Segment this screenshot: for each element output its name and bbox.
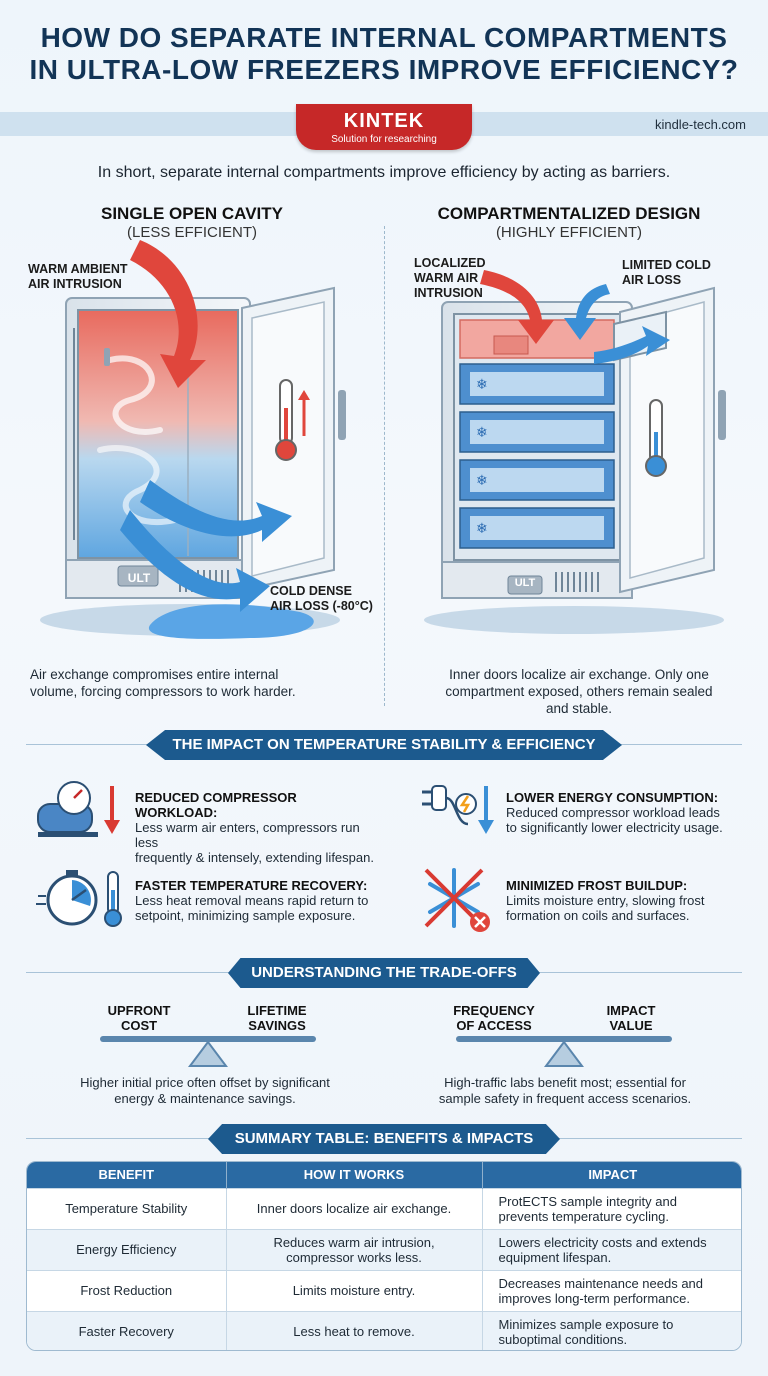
stopwatch-thermometer-icon [36,870,122,927]
table-row: Energy Efficiency Reduces warm air intru… [27,1228,741,1270]
right-panel-subtitle: (HIGHLY EFFICIENT) [495,224,643,241]
limited-cold-air-arrow [564,284,610,340]
table-row: Faster Recovery Less heat to remove. Min… [27,1310,741,1350]
table-row: Temperature Stability Inner doors locali… [27,1187,741,1229]
cell-how: Inner doors localize air exchange. [226,1187,483,1229]
summary-table: BENEFIT HOW IT WORKS IMPACT Temperature … [26,1161,742,1351]
warm-air-arrow [130,240,206,388]
left-cold-label: COLD DENSE AIR LOSS (-80°C) [270,584,373,613]
tradeoffs-banner: UNDERSTANDING THE TRADE-OFFS [228,958,540,988]
header-how-it-works: HOW IT WORKS [226,1162,483,1188]
lifetime-savings-label: LIFETIME SAVINGS [247,1003,307,1033]
cost-balance-scale-icon [100,1036,316,1067]
website-link[interactable]: kindle-tech.com [654,117,746,132]
localized-warm-air-arrow [480,270,554,344]
left-ult-badge: ULT [127,571,151,585]
left-panel-title: SINGLE OPEN CAVITY [101,204,283,223]
page-title: HOW DO SEPARATE INTERNAL COMPARTMENTS IN… [0,22,768,86]
summary-banner: SUMMARY TABLE: BENEFITS & IMPACTS [208,1124,560,1154]
title-line-2: IN ULTRA-LOW FREEZERS IMPROVE EFFICIENCY… [29,54,739,85]
left-warm-label: WARM AMBIENT AIR INTRUSION [28,262,128,291]
cold-puddle [148,604,314,639]
thermometer-icon [275,379,310,461]
svg-text:❄: ❄ [476,473,488,489]
right-caption: Inner doors localize air exchange. Only … [445,667,713,716]
single-cavity-freezer-illustration [40,240,346,639]
cell-how: Limits moisture entry. [226,1269,483,1311]
cell-benefit: Energy Efficiency [27,1228,227,1270]
title-line-1: HOW DO SEPARATE INTERNAL COMPARTMENTS [40,22,728,53]
left-panel-subtitle: (LESS EFFICIENT) [126,224,257,241]
table-header-row: BENEFIT HOW IT WORKS IMPACT [27,1162,741,1188]
brand-tagline: Solution for researching [331,134,437,145]
no-frost-icon [424,868,490,932]
compressor-gauge-icon [37,781,120,837]
impact-item-4: MINIMIZED FROST BUILDUP: Limits moisture… [506,878,705,923]
sealed-compartments [459,363,615,549]
cold-air-arrow-1 [140,480,292,542]
cold-air-arrow-2 [120,510,270,612]
impact-item-3: FASTER TEMPERATURE RECOVERY: Less heat r… [135,878,369,923]
access-caption: High-traffic labs benefit most; essentia… [438,1075,692,1106]
left-caption: Air exchange compromises entire internal… [30,667,296,699]
header-impact: IMPACT [482,1162,741,1188]
panel-divider [384,226,385,706]
compartment-freezer-illustration: ❄ ❄ ❄ ❄ [424,270,726,634]
power-plug-icon [422,785,494,834]
svg-text:❄: ❄ [476,377,488,393]
cell-how: Reduces warm air intrusion,compressor wo… [226,1228,483,1270]
cell-benefit: Temperature Stability [27,1187,227,1229]
impact-item-2: LOWER ENERGY CONSUMPTION: Reduced compre… [506,790,723,835]
cell-benefit: Frost Reduction [27,1269,227,1311]
frequency-access-label: FREQUENCY OF ACCESS [453,1003,535,1033]
upfront-cost-label: UPFRONT COST [107,1003,171,1033]
impact-banner: THE IMPACT ON TEMPERATURE STABILITY & EF… [146,730,622,760]
cold-thermometer-icon [645,399,667,477]
impact-value-label: IMPACT VALUE [606,1003,656,1033]
svg-text:❄: ❄ [476,425,488,441]
right-cold-label: LIMITED COLD AIR LOSS [622,258,711,287]
brand-name: KINTEK [343,110,425,132]
right-panel-title: COMPARTMENTALIZED DESIGN [437,204,701,223]
svg-text:❄: ❄ [476,521,488,537]
intro-text: In short, separate internal compartments… [97,164,671,181]
table-row: Frost Reduction Limits moisture entry. D… [27,1269,741,1311]
cost-caption: Higher initial price often offset by sig… [80,1075,330,1106]
right-ult-badge: ULT [514,577,536,589]
header-benefit: BENEFIT [27,1162,227,1188]
right-warm-label: LOCALIZED WARM AIR INTRUSION [414,256,486,300]
cell-benefit: Faster Recovery [27,1310,227,1350]
access-balance-scale-icon [456,1036,672,1067]
impact-item-1: REDUCED COMPRESSOR WORKLOAD: Less warm a… [135,790,374,865]
cell-how: Less heat to remove. [226,1310,483,1350]
brand-logo: KINTEK Solution for researching [296,104,472,150]
